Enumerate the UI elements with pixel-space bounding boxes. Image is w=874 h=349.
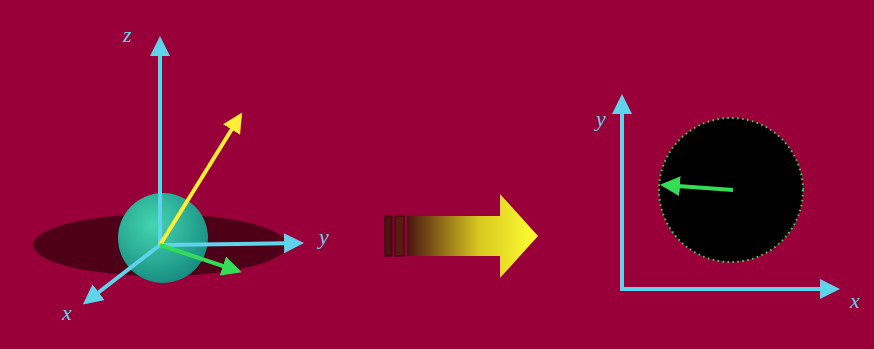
axis-label: z bbox=[123, 24, 132, 46]
transition-arrow bbox=[385, 194, 538, 278]
z-axis bbox=[158, 40, 162, 245]
green-vector bbox=[160, 245, 238, 271]
projected-vector bbox=[664, 185, 733, 190]
x-axis-2d bbox=[620, 287, 836, 291]
yellow-vector bbox=[160, 116, 240, 245]
axis-label: y bbox=[319, 226, 329, 248]
axis-label: x bbox=[62, 302, 72, 324]
axis-label: x bbox=[850, 290, 860, 312]
y-axis bbox=[160, 243, 300, 245]
projected-disc bbox=[659, 118, 803, 262]
x-axis bbox=[86, 245, 160, 302]
y-axis-2d bbox=[620, 98, 624, 289]
axis-label: y bbox=[596, 108, 606, 130]
